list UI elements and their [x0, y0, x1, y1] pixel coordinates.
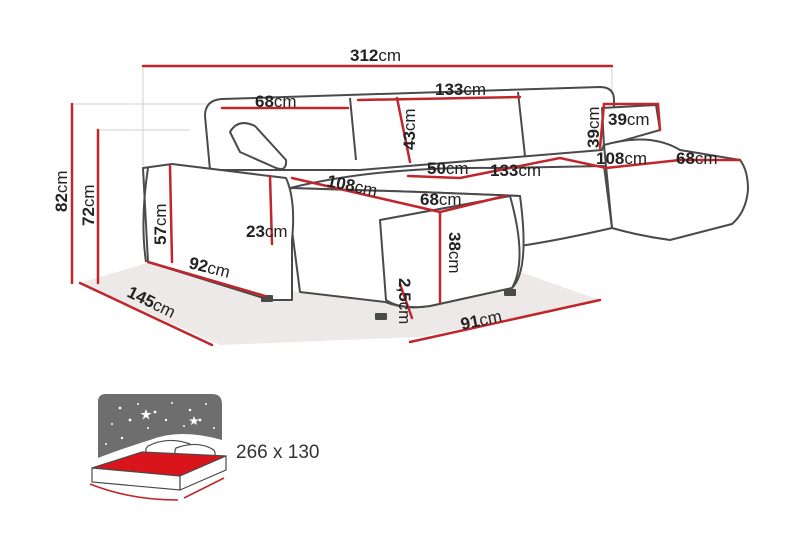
measure-back-middle [356, 95, 522, 102]
label-cushion-width: 39cm [608, 110, 650, 129]
wall-guides [72, 66, 613, 166]
measure-armrest-width [268, 174, 274, 246]
label-right-chaise-width: 68cm [676, 149, 718, 168]
measure-back-height [395, 96, 412, 164]
label-arm-depth: 92cm [187, 253, 232, 281]
measure-leg-height [398, 282, 414, 320]
measure-seat [406, 156, 742, 180]
label-cushion-height: 39cm [584, 106, 603, 148]
label-armrest-width: 23cm [246, 222, 288, 241]
label-total-width: 312cm [350, 46, 401, 65]
label-left-chaise-length: 108cm [325, 171, 379, 200]
label-back-height: 43cm [400, 108, 419, 150]
label-seat-depth: 50cm [427, 159, 469, 178]
label-seat-width: 133cm [490, 161, 541, 180]
label-back-left-width: 68cm [255, 92, 297, 111]
measure-chaise-width-bottom [408, 298, 602, 344]
measure-armrest-height [168, 164, 174, 264]
label-leg-height: 2,5cm [395, 278, 414, 324]
label-right-chaise-length: 108cm [596, 149, 647, 168]
label-back-middle-width: 133cm [435, 80, 486, 99]
measure-total-depth [78, 281, 214, 347]
measure-arm-depth [146, 260, 267, 298]
measurement-lines [70, 64, 742, 347]
measure-cushion [598, 102, 662, 150]
bed-size-label: 266 x 130 [236, 442, 319, 463]
bed-function-pictogram: 266 x 130 [89, 394, 319, 501]
label-total-height: 82cm [52, 170, 71, 212]
label-seat-height: 38cm [445, 232, 464, 274]
stars-icon [105, 402, 215, 445]
bed-icon [91, 451, 227, 491]
label-back-total-height: 72cm [79, 184, 98, 226]
bed-size-arrows [89, 477, 225, 501]
label-chaise-width-bottom: 91cm [459, 307, 504, 334]
measure-left-chaise-width [438, 194, 507, 214]
measurement-labels: 312cm 68cm 133cm 43cm 39cm 39cm 50cm 133… [52, 46, 718, 334]
label-left-chaise-width: 68cm [420, 190, 462, 209]
label-armrest-height: 57cm [151, 203, 170, 245]
measure-left-chaise-length [290, 176, 442, 214]
